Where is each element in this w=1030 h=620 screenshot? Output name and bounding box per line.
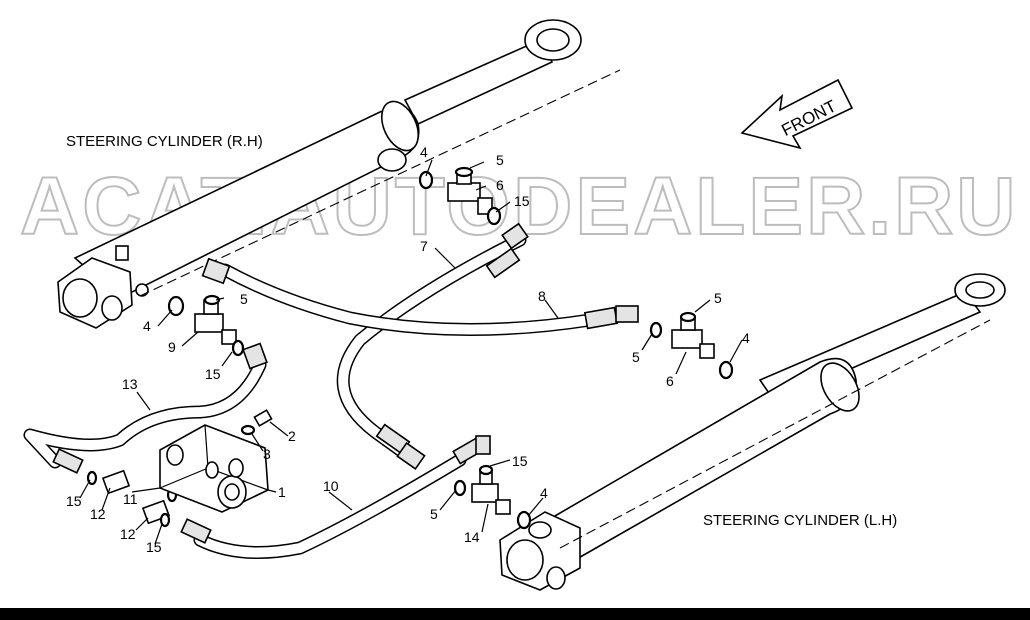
callout-4d: 4 <box>742 330 750 346</box>
callout-15d: 15 <box>146 539 162 555</box>
callout-7: 7 <box>420 238 428 254</box>
callout-5d: 5 <box>714 290 722 306</box>
callout-15b: 15 <box>205 366 221 382</box>
callout-4b: 4 <box>143 318 151 334</box>
callout-5c: 5 <box>430 506 438 522</box>
callout-11: 11 <box>123 491 138 507</box>
callout-6a: 6 <box>496 177 504 193</box>
callout-10: 10 <box>323 478 339 494</box>
bottom-border <box>0 608 1030 620</box>
hoses <box>23 233 597 559</box>
steering-cylinder-lh <box>499 273 1006 591</box>
callout-1: 1 <box>278 484 286 500</box>
callout-5a: 5 <box>496 152 504 168</box>
steering-cylinder-rh <box>57 19 621 329</box>
callout-12a: 12 <box>90 506 106 522</box>
callout-12b: 12 <box>120 526 136 542</box>
callout-4c: 4 <box>540 485 548 501</box>
callout-3: 3 <box>263 446 271 462</box>
callout-5e: 5 <box>632 349 640 365</box>
callout-13: 13 <box>122 376 138 392</box>
fittings <box>86 166 734 530</box>
callouts: 4 5 6 15 7 8 5 4 9 15 13 2 3 1 10 11 15 … <box>66 144 750 555</box>
front-direction-arrow: FRONT <box>740 78 854 150</box>
callout-5b: 5 <box>240 291 248 307</box>
callout-15c: 15 <box>66 493 82 509</box>
callout-14: 14 <box>464 529 480 545</box>
callout-9: 9 <box>168 339 176 355</box>
callout-2: 2 <box>288 428 296 444</box>
callout-6b: 6 <box>666 373 674 389</box>
hose-fittings <box>52 222 639 544</box>
valve-block <box>159 409 273 513</box>
callout-15a: 15 <box>514 193 530 209</box>
callout-4a: 4 <box>420 144 428 160</box>
leader-lines <box>79 159 743 545</box>
callout-8: 8 <box>538 288 546 304</box>
callout-15e: 15 <box>512 453 528 469</box>
caption-steering-cylinder-lh: STEERING CYLINDER (L.H) <box>703 512 897 529</box>
caption-steering-cylinder-rh: STEERING CYLINDER (R.H) <box>66 133 263 150</box>
